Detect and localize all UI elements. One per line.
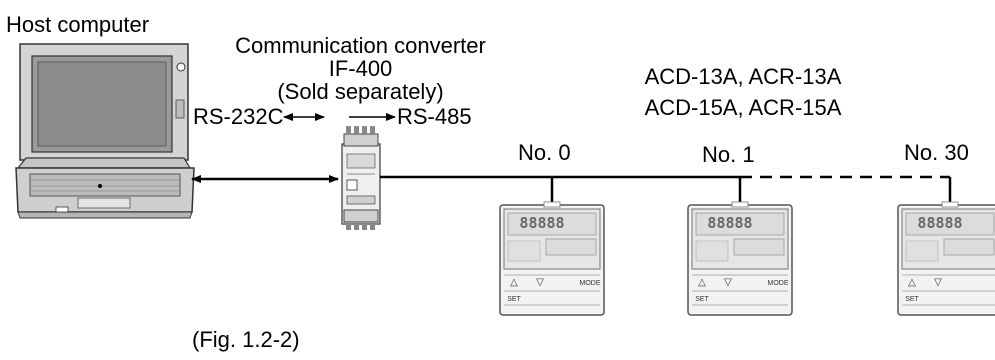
controller-device-0: 88888 △ ▽ MODE SET	[499, 201, 605, 316]
model-list-line-2: ACD-15A, ACR-15A	[644, 95, 842, 120]
host-computer-icon	[15, 43, 195, 219]
figure-caption: (Fig. 1.2-2)	[192, 327, 300, 352]
up-key-label: △	[510, 277, 518, 288]
mode-key-label: MODE	[580, 280, 601, 287]
host-computer-label: Host computer	[6, 12, 150, 37]
down-key-label: ▽	[536, 277, 544, 288]
set-key-label: SET	[507, 296, 521, 303]
rs485-label: RS-485	[397, 104, 472, 129]
down-key-label: ▽	[724, 277, 732, 288]
model-list-line-1: ACD-13A, ACR-13A	[644, 64, 842, 89]
segment-display: 88888	[519, 214, 564, 232]
node-1-label: No. 1	[702, 142, 755, 167]
up-key-label: △	[698, 277, 706, 288]
controller-device-1: 88888 △ ▽ MODE SET	[687, 201, 793, 316]
converter-device-icon	[341, 126, 381, 230]
node-0-label: No. 0	[518, 140, 571, 165]
up-key-label: △	[908, 277, 916, 288]
converter-model-label: IF-400	[328, 56, 393, 81]
down-key-label: ▽	[934, 277, 942, 288]
rs232c-label: RS-232C	[193, 104, 284, 129]
segment-display: 88888	[707, 214, 752, 232]
converter-title-label: Communication converter	[235, 33, 486, 58]
set-key-label: SET	[695, 296, 709, 303]
controller-device-30: 88888 △ ▽ SET	[897, 201, 995, 316]
segment-display: 88888	[917, 214, 962, 232]
set-key-label: SET	[905, 296, 919, 303]
converter-note-label: (Sold separately)	[277, 79, 444, 104]
mode-key-label: MODE	[768, 280, 789, 287]
node-30-label: No. 30	[904, 140, 969, 165]
